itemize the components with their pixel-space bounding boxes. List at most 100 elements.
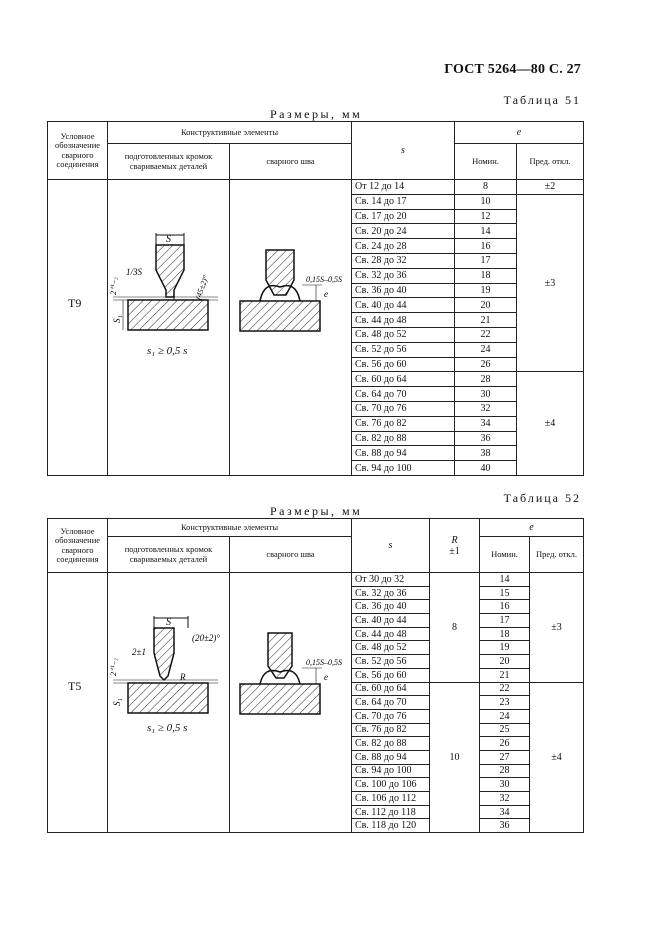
- nominal-cell: 21: [479, 667, 530, 683]
- nominal-cell: 28: [454, 371, 517, 388]
- t5-label-e: e: [324, 672, 328, 682]
- t5-label-s1: S₁: [112, 698, 122, 706]
- s-range-cell: Св. 94 до 100: [351, 460, 455, 476]
- nominal-cell: 19: [454, 282, 517, 299]
- nominal-cell: 18: [454, 267, 517, 284]
- joint-t5: T5: [68, 679, 82, 693]
- header-prepared-52: подготовленных кромок свариваемых детале…: [107, 536, 230, 573]
- table-51: Условное обозначение сварного соединения…: [47, 121, 585, 476]
- header-elements-52: Конструктивные элементы: [107, 518, 352, 537]
- nominal-cell: 17: [479, 613, 530, 628]
- s-range-cell: Св. 82 до 88: [351, 430, 455, 447]
- tolerance-cell: ±3: [515, 193, 585, 373]
- table-51-title: Таблица 51: [503, 93, 581, 107]
- nominal-cell: 24: [479, 708, 530, 724]
- s-range-cell: Св. 52 до 56: [351, 654, 430, 669]
- nominal-cell: 12: [454, 208, 517, 225]
- nominal-cell: 23: [479, 695, 530, 710]
- r-value-cell: 10: [429, 681, 480, 834]
- s-range-cell: Св. 32 до 36: [351, 585, 430, 601]
- t5-label-gap: 2±1: [132, 647, 146, 657]
- t9-label-edge: 1/3S: [126, 267, 143, 277]
- header-nom: Номин.: [454, 143, 517, 180]
- header-s-52: s: [351, 518, 430, 573]
- header-tol: Пред. откл.: [515, 143, 585, 180]
- header-designation: Условное обозначение сварного соединения: [47, 121, 108, 180]
- table-52-dims: Размеры, мм: [270, 504, 363, 518]
- nominal-cell: 10: [454, 193, 517, 210]
- nominal-cell: 14: [479, 572, 530, 587]
- header-tol-52: Пред. откл.: [528, 536, 585, 573]
- t5-weld-drawing: 0,15S–0,5S e: [239, 632, 342, 715]
- s-range-cell: Св. 40 до 44: [351, 297, 455, 314]
- header-e: e: [453, 121, 585, 144]
- header-r-52: R ±1: [429, 518, 480, 573]
- nominal-cell: 26: [454, 356, 517, 373]
- nominal-cell: 20: [454, 297, 517, 314]
- s-range-cell: Св. 52 до 56: [351, 341, 455, 358]
- s-range-cell: Св. 20 до 24: [351, 223, 455, 240]
- nominal-cell: 15: [479, 585, 530, 601]
- page-header: ГОСТ 5264—80 С. 27: [444, 62, 581, 77]
- nominal-cell: 34: [454, 415, 517, 432]
- s-range-cell: Св. 88 до 94: [351, 749, 430, 765]
- t9-label-e: e: [324, 289, 328, 299]
- header-nom-52: Номин.: [479, 536, 530, 573]
- nominal-cell: 16: [454, 238, 517, 254]
- s-range-cell: Св. 106 до 112: [351, 791, 430, 806]
- s-range-cell: Св. 14 до 17: [351, 193, 455, 210]
- header-r-label: R: [451, 534, 458, 546]
- nominal-cell: 28: [479, 763, 530, 779]
- designation-cell: [47, 179, 108, 476]
- nominal-cell: 22: [454, 326, 517, 343]
- nominal-cell: 14: [454, 223, 517, 240]
- s-range-cell: Св. 44 до 48: [351, 312, 455, 328]
- nominal-cell: 19: [479, 640, 530, 656]
- s-range-cell: Св. 17 до 20: [351, 208, 455, 225]
- t5-label-angle: (20±2)°: [192, 633, 220, 643]
- nominal-cell: 32: [479, 791, 530, 806]
- nominal-cell: 18: [479, 626, 530, 642]
- r-value-cell: 8: [429, 572, 480, 683]
- t5-condition: s₁ ≥ 0,5 s: [147, 722, 188, 734]
- t9-label-gap: 2⁺¹₋₂: [109, 277, 118, 295]
- tolerance-cell: ±4: [528, 681, 585, 834]
- s-range-cell: Св. 32 до 36: [351, 267, 455, 284]
- s-range-cell: Св. 28 до 32: [351, 252, 455, 269]
- t9-label-angle: (45±2)°: [193, 273, 210, 300]
- nominal-cell: 22: [479, 681, 530, 697]
- tolerance-cell: ±3: [528, 572, 585, 683]
- nominal-cell: 16: [479, 599, 530, 615]
- nominal-cell: 21: [454, 312, 517, 328]
- nominal-cell: 36: [479, 818, 530, 834]
- nominal-cell: 40: [454, 460, 517, 476]
- s-range-cell: Св. 70 до 76: [351, 708, 430, 724]
- nominal-cell: 32: [454, 400, 517, 417]
- header-s: s: [351, 121, 455, 180]
- t5-label-reinf: 0,15S–0,5S: [306, 658, 342, 667]
- header-elements: Конструктивные элементы: [107, 121, 352, 144]
- nominal-cell: 30: [479, 777, 530, 792]
- t9-label-s1: S₁: [112, 315, 122, 323]
- nominal-cell: 25: [479, 722, 530, 738]
- s-range-cell: От 12 до 14: [351, 179, 455, 195]
- nominal-cell: 38: [454, 445, 517, 462]
- s-range-cell: Св. 70 до 76: [351, 400, 455, 417]
- tolerance-cell: ±4: [515, 371, 585, 476]
- s-range-cell: Св. 88 до 94: [351, 445, 455, 462]
- nominal-cell: 24: [454, 341, 517, 358]
- s-range-cell: Св. 64 до 70: [351, 695, 430, 710]
